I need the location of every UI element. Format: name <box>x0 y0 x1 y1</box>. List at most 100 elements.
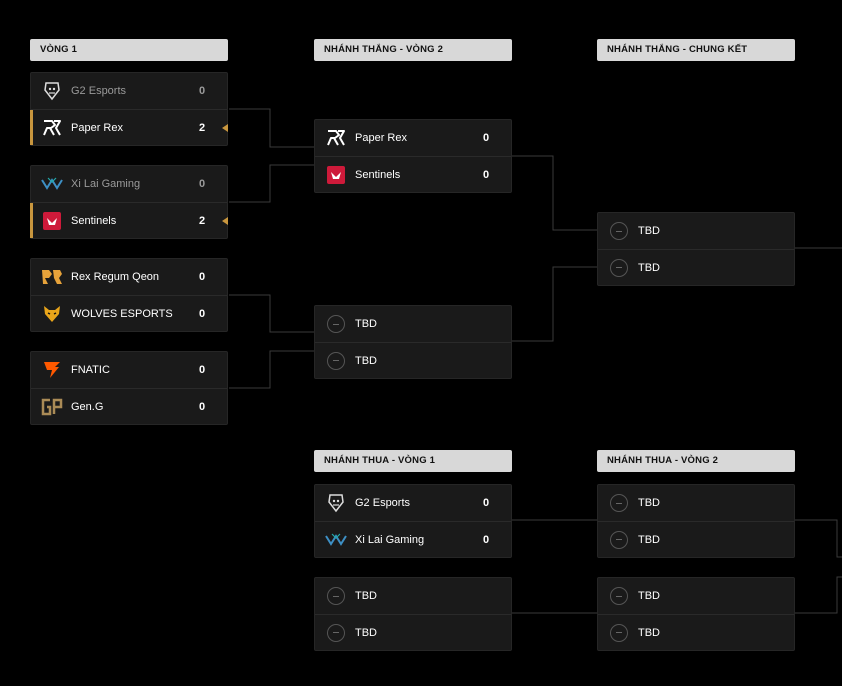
team-slot[interactable]: TBD <box>598 578 794 614</box>
round-header-ub-r2: NHÁNH THẮNG - VÒNG 2 <box>314 39 512 61</box>
round-header-lb-r2: NHÁNH THUA - VÒNG 2 <box>597 450 795 472</box>
team-score: 0 <box>482 132 490 144</box>
team-name: Paper Rex <box>355 132 407 144</box>
tbd-placeholder-icon <box>325 622 347 644</box>
g2-logo-icon <box>325 492 347 514</box>
team-slot[interactable]: G2 Esports 0 <box>315 485 511 521</box>
team-name: Sentinels <box>71 214 117 227</box>
fnatic-logo-icon <box>41 359 63 381</box>
paper-rex-logo-icon <box>41 117 63 139</box>
team-slot[interactable]: TBD <box>598 213 794 249</box>
match-ub-r2-2[interactable]: TBD TBD <box>314 305 512 379</box>
match-lb-r1-1[interactable]: G2 Esports 0 Xi Lai Gaming 0 <box>314 484 512 558</box>
tbd-placeholder-icon <box>325 313 347 335</box>
team-name: Xi Lai Gaming <box>71 178 141 190</box>
team-name: TBD <box>638 261 660 274</box>
team-name: TBD <box>355 318 377 330</box>
connector-ub-r2-m2 <box>512 266 597 342</box>
winner-arrow-icon <box>222 216 228 225</box>
g2-logo-icon <box>41 80 63 102</box>
team-slot[interactable]: TBD <box>315 614 511 650</box>
match-lb-r1-2[interactable]: TBD TBD <box>314 577 512 651</box>
connector-r1-m1 <box>229 108 314 148</box>
wolves-logo-icon <box>41 303 63 325</box>
team-slot[interactable]: Xi Lai Gaming 0 <box>315 521 511 557</box>
team-name: Rex Regum Qeon <box>71 271 160 283</box>
team-slot[interactable]: TBD <box>315 342 511 378</box>
tbd-placeholder-icon <box>608 257 630 279</box>
team-score: 2 <box>198 121 206 134</box>
team-name: TBD <box>638 626 660 639</box>
tbd-placeholder-icon <box>608 622 630 644</box>
connector-r1-m3 <box>229 294 314 333</box>
winner-arrow-icon <box>222 123 228 132</box>
team-score: 0 <box>198 364 206 376</box>
team-slot[interactable]: Paper Rex 2 <box>30 109 228 145</box>
team-slot[interactable]: Xi Lai Gaming 0 <box>31 166 227 202</box>
paper-rex-logo-icon <box>325 127 347 149</box>
team-score: 0 <box>198 85 206 97</box>
team-score: 0 <box>198 307 206 320</box>
team-name: Paper Rex <box>71 121 123 134</box>
team-score: 2 <box>198 214 206 227</box>
team-name: Sentinels <box>355 168 401 181</box>
tbd-placeholder-icon <box>325 585 347 607</box>
tbd-placeholder-icon <box>608 492 630 514</box>
match-r1-1[interactable]: G2 Esports 0 Paper Rex 2 <box>30 72 228 146</box>
team-name: WOLVES ESPORTS <box>71 307 173 320</box>
team-name: G2 Esports <box>71 85 127 97</box>
team-name: TBD <box>638 590 660 602</box>
team-slot[interactable]: Gen.G 0 <box>31 388 227 424</box>
team-score: 0 <box>482 497 490 509</box>
match-r1-3[interactable]: Rex Regum Qeon 0 WOLVES ESPORTS 0 <box>30 258 228 332</box>
match-lb-r2-1[interactable]: TBD TBD <box>597 484 795 558</box>
xi-lai-gaming-logo-icon <box>41 173 63 195</box>
team-name: G2 Esports <box>355 497 411 509</box>
team-name: Xi Lai Gaming <box>355 533 425 546</box>
team-slot[interactable]: WOLVES ESPORTS 0 <box>31 295 227 331</box>
team-name: Gen.G <box>71 400 104 413</box>
team-name: TBD <box>638 497 660 509</box>
tbd-placeholder-icon <box>608 585 630 607</box>
round-header-ub-final: NHÁNH THẮNG - CHUNG KẾT <box>597 39 795 61</box>
team-name: TBD <box>355 590 377 602</box>
match-r1-2[interactable]: Xi Lai Gaming 0 Sentinels 2 <box>30 165 228 239</box>
match-ub-final[interactable]: TBD TBD <box>597 212 795 286</box>
team-slot[interactable]: TBD <box>598 485 794 521</box>
team-slot[interactable]: TBD <box>315 578 511 614</box>
rrq-logo-icon <box>41 266 63 288</box>
team-slot[interactable]: TBD <box>598 521 794 557</box>
connector-r1-m4 <box>229 350 314 389</box>
match-lb-r2-2[interactable]: TBD TBD <box>597 577 795 651</box>
round-header-r1: VÒNG 1 <box>30 39 228 61</box>
team-slot[interactable]: Sentinels 2 <box>30 202 228 238</box>
team-slot[interactable]: Rex Regum Qeon 0 <box>31 259 227 295</box>
connector-r1-m2 <box>229 164 314 203</box>
team-name: TBD <box>638 225 660 237</box>
geng-logo-icon <box>41 396 63 418</box>
team-name: TBD <box>638 533 660 546</box>
team-slot[interactable]: Paper Rex 0 <box>315 120 511 156</box>
connector-lb-r2-m2 <box>795 576 842 614</box>
team-slot[interactable]: FNATIC 0 <box>31 352 227 388</box>
team-slot[interactable]: TBD <box>598 249 794 285</box>
team-slot[interactable]: TBD <box>598 614 794 650</box>
team-slot[interactable]: Sentinels 0 <box>315 156 511 192</box>
team-slot[interactable]: TBD <box>315 306 511 342</box>
connector-ub-r2-m1 <box>512 155 597 231</box>
team-slot[interactable]: G2 Esports 0 <box>31 73 227 109</box>
connector-lb-r2-m1 <box>795 519 842 558</box>
team-score: 0 <box>198 178 206 190</box>
tbd-placeholder-icon <box>608 529 630 551</box>
tbd-placeholder-icon <box>608 220 630 242</box>
team-score: 0 <box>198 400 206 413</box>
sentinels-logo-icon <box>325 164 347 186</box>
match-r1-4[interactable]: FNATIC 0 Gen.G 0 <box>30 351 228 425</box>
tbd-placeholder-icon <box>325 350 347 372</box>
xi-lai-gaming-logo-icon <box>325 529 347 551</box>
sentinels-logo-icon <box>41 210 63 232</box>
team-score: 0 <box>198 271 206 283</box>
team-score: 0 <box>482 168 490 181</box>
match-ub-r2-1[interactable]: Paper Rex 0 Sentinels 0 <box>314 119 512 193</box>
